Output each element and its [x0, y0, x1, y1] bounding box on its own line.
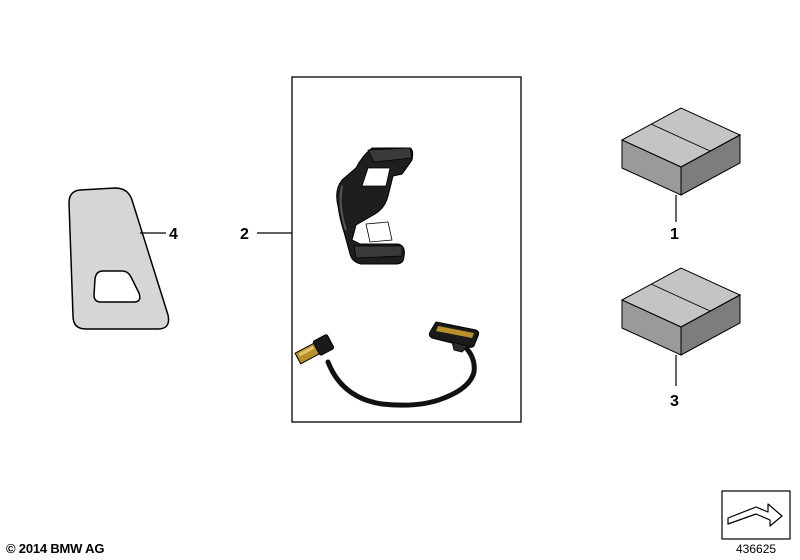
part-3-package-box[interactable] [620, 267, 742, 356]
phone-holder-bracket[interactable] [336, 147, 414, 265]
diagram-symbol-icon [721, 490, 791, 540]
callout-4[interactable]: 4 [169, 226, 178, 243]
usb-adapter-cable[interactable] [294, 321, 480, 408]
holder-upper-window [361, 167, 391, 187]
copyright-notice: © 2014 BMW AG [6, 541, 105, 556]
holder-lower-window [365, 221, 393, 243]
part-2-kit-frame [291, 76, 522, 423]
part-4-cover-panel[interactable] [68, 187, 170, 330]
callout-2[interactable]: 2 [240, 226, 249, 243]
box-1-tape [650, 123, 711, 152]
callout-3[interactable]: 3 [670, 393, 679, 410]
holder-side-highlight [339, 185, 347, 231]
callout-1[interactable]: 1 [670, 226, 679, 243]
holder-top-clip [367, 147, 413, 163]
cover-panel-cutout [93, 270, 141, 303]
box-3-side [680, 294, 741, 356]
cover-panel-shape [68, 187, 170, 330]
usb-plug [294, 334, 335, 365]
box-1-side [680, 134, 741, 196]
holder-bottom-clip [353, 245, 403, 259]
box-3-tape [650, 283, 711, 312]
part-1-package-box[interactable] [620, 107, 742, 196]
dock-connector-plug [428, 321, 480, 353]
cable-wire [325, 341, 477, 408]
diagram-id-label: 436625 [736, 542, 777, 556]
holder-body [336, 147, 414, 265]
